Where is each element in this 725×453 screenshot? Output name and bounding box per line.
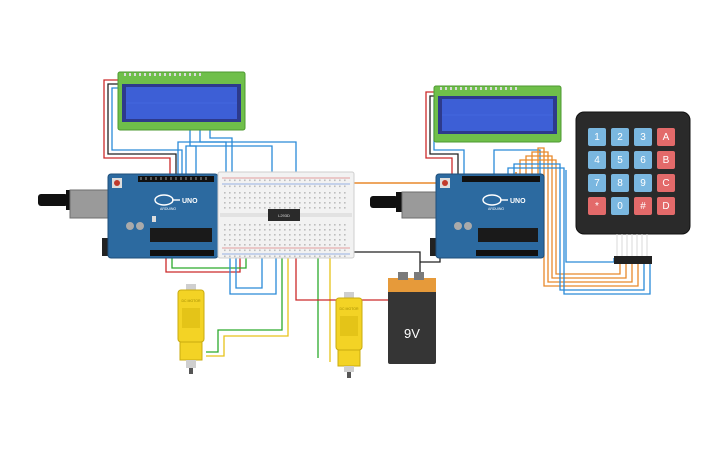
arduino-label-left: UNO — [182, 198, 198, 205]
keypad-key-label: 3 — [640, 132, 646, 143]
arduino-sublabel-right: ARDUINO — [488, 207, 504, 211]
keypad-key — [657, 197, 675, 215]
wire-keypad-blue-2 — [507, 167, 651, 295]
arduino-label-right: UNO — [510, 198, 526, 205]
lcd-left-pins — [124, 73, 201, 76]
battery-label: 9V — [404, 326, 420, 341]
dc-motor-right: DC MOTOR — [335, 292, 363, 378]
wire-lcd1-blue-d — [209, 128, 233, 178]
usb-port-left — [69, 189, 113, 219]
keypad-key-label: # — [640, 201, 646, 212]
keypad-key-label: 4 — [594, 155, 600, 166]
wire-lcd2-blue-b — [493, 149, 541, 176]
keypad-key-label: 0 — [617, 201, 623, 212]
wire-motor1-yellow — [206, 238, 289, 357]
wire-lcd1-blue-e — [185, 145, 273, 180]
keypad-key — [634, 151, 652, 169]
keypad-key-label: 9 — [640, 178, 646, 189]
wire-lcd1-blue-a — [111, 87, 183, 176]
arduino-uno-left: UNO ARDUINO — [38, 173, 219, 259]
breadboard: L293D — [217, 171, 355, 259]
reset-button-right — [442, 180, 448, 186]
keypad-key-label: 1 — [594, 132, 600, 143]
keypad-connector — [614, 256, 652, 264]
keypad-key — [657, 174, 675, 192]
atmega-chip-left — [150, 228, 212, 242]
wire-lcd2-red — [425, 91, 453, 176]
keypad-4x4: 1 2 3 A 4 5 6 B 7 8 9 C * 0 # D — [575, 111, 691, 264]
atmega-chip-right — [478, 228, 538, 242]
motor-driver-chip — [268, 209, 300, 221]
keypad-key — [611, 128, 629, 146]
keypad-key-label: B — [663, 155, 670, 166]
keypad-key-label: 6 — [640, 155, 646, 166]
wire-keypad-orange-3 — [531, 151, 633, 283]
keypad-keys: 1 2 3 A 4 5 6 B 7 8 9 C * 0 # D — [588, 128, 675, 215]
wire-motor1-green — [206, 238, 283, 353]
keypad-key-label: D — [662, 201, 669, 212]
keypad-key — [588, 128, 606, 146]
wire-lcd1-blue-f — [177, 141, 297, 186]
battery-9v: 9V — [388, 272, 436, 364]
motor-driver-chip-label: L293D — [278, 213, 290, 218]
keypad-key-label: 5 — [617, 155, 623, 166]
keypad-key — [634, 174, 652, 192]
keypad-key — [634, 128, 652, 146]
dc-motor-left: DC MOTOR — [177, 284, 205, 374]
usb-cable-left — [38, 194, 68, 206]
wire-keypad-blue-1 — [513, 163, 645, 291]
keypad-key — [611, 197, 629, 215]
arduino-uno-right: UNO ARDUINO — [370, 173, 545, 259]
lcd-display-right — [433, 85, 562, 143]
keypad-key-label: 8 — [617, 178, 623, 189]
wire-lcd1-blue-c — [199, 130, 227, 176]
keypad-key — [611, 174, 629, 192]
motor-left-label: DC MOTOR — [182, 299, 201, 303]
wire-lcd2-black — [429, 95, 459, 176]
keypad-key — [588, 151, 606, 169]
keypad-key — [611, 151, 629, 169]
wire-lcd1-black — [107, 83, 177, 176]
wire-keypad-orange-1 — [519, 159, 621, 275]
keypad-key-label: * — [595, 201, 599, 212]
keypad-key — [588, 197, 606, 215]
keypad-key — [588, 174, 606, 192]
lcd-display-left — [117, 71, 246, 131]
usb-port-right — [401, 191, 443, 219]
arduino-sublabel-left: ARDUINO — [160, 207, 176, 211]
keypad-key — [657, 151, 675, 169]
keypad-key-label: C — [662, 178, 669, 189]
usb-cable-right — [370, 196, 398, 208]
keypad-key-label: 7 — [594, 178, 600, 189]
wire-lcd1-blue-b — [189, 130, 197, 176]
keypad-key-label: A — [663, 132, 670, 143]
keypad-key — [634, 197, 652, 215]
wire-keypad-orange-2 — [525, 155, 627, 279]
wire-lcd1-red — [103, 79, 171, 176]
motor-right-label: DC MOTOR — [340, 307, 359, 311]
reset-button-left — [114, 180, 120, 186]
keypad-key-label: 2 — [617, 132, 623, 143]
breadboard-holes — [224, 179, 346, 258]
keypad-key — [657, 128, 675, 146]
